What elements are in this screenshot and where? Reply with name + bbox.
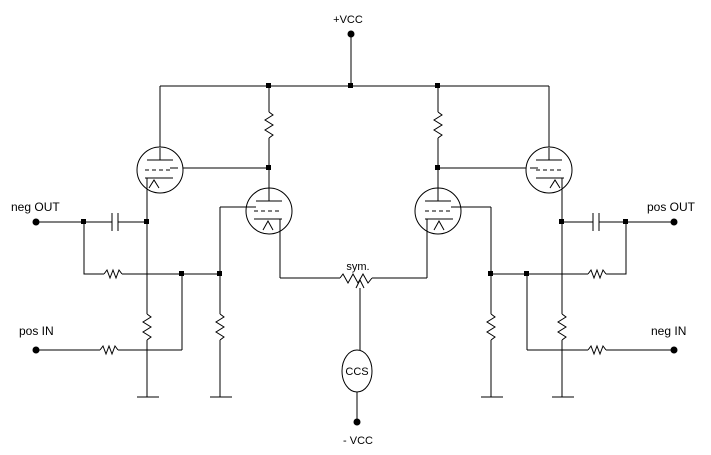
label-pos-out: pos OUT (647, 200, 696, 214)
label-neg-out: neg OUT (11, 200, 60, 214)
diff-tube-right (414, 186, 464, 278)
label-vcc-pos: +VCC (333, 14, 363, 26)
label-pos-in: pos IN (19, 324, 54, 338)
terminal-vcc-pos (347, 30, 355, 38)
terminal-pos-in (32, 346, 40, 354)
terminal-pos-out (670, 218, 678, 226)
follower-tube-right (525, 146, 573, 222)
plate-resistor-left (264, 111, 274, 139)
diff-tube-left (244, 186, 293, 278)
terminal-neg-out (32, 218, 40, 226)
label-sym: sym. (346, 261, 369, 273)
label-vcc-neg: - VCC (343, 435, 373, 447)
terminal-vcc-neg (353, 418, 361, 426)
supply-rail (159, 34, 550, 148)
label-neg-in: neg IN (651, 324, 686, 338)
plate-resistor-right (433, 111, 443, 139)
sym-potentiometer (339, 272, 373, 285)
terminal-neg-in (670, 346, 678, 354)
junction-dots (81, 83, 628, 276)
right-output-network (464, 206, 674, 398)
follower-tube-left (136, 146, 184, 222)
left-output-network (36, 206, 244, 398)
label-ccs: CCS (345, 366, 368, 378)
